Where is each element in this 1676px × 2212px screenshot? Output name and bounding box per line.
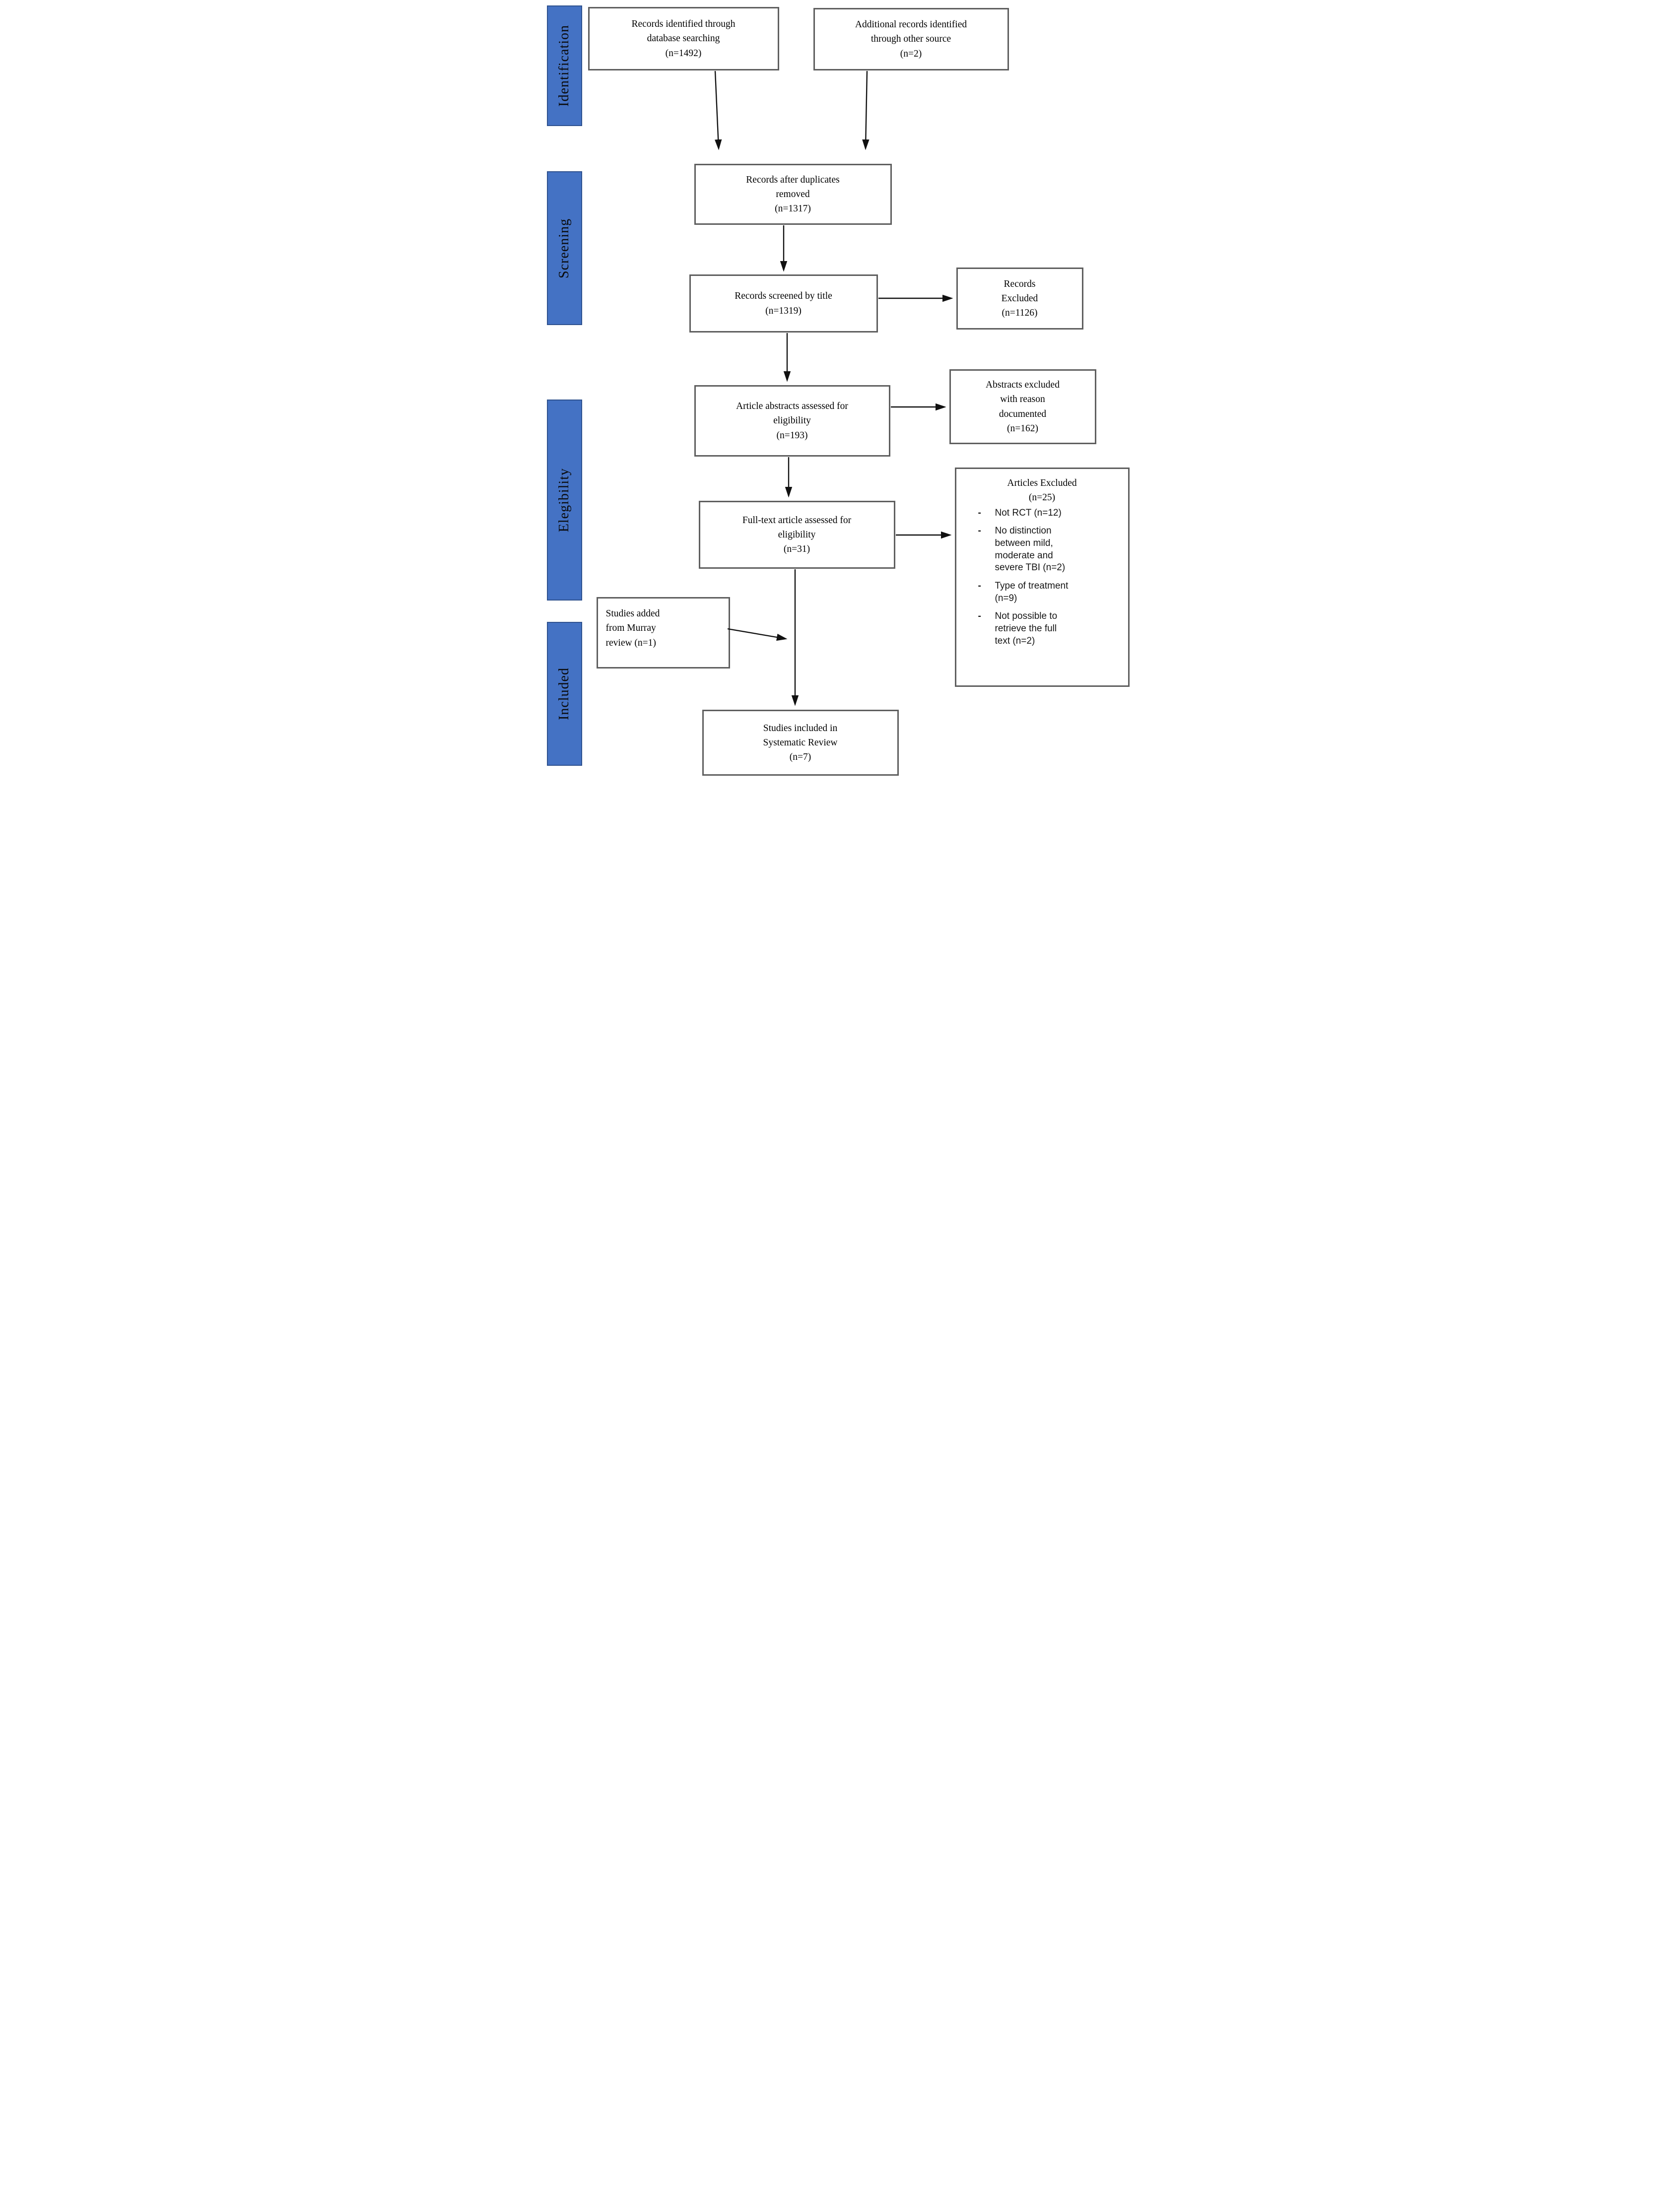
box-fulltext-assessed: Full-text article assessed for eligibili… [698,501,895,569]
excluded-reason-item: Not RCT (n=12) [978,507,1121,520]
box-included-review: Studies included in Systematic Review (n… [702,710,899,776]
phase-label-screening: Screening [556,218,572,278]
box-duplicates-removed-text: Records after duplicates removed (n=1317… [746,174,840,214]
box-records-database: Records identified through database sear… [588,7,779,70]
box-articles-excluded: Articles Excluded (n=25) Not RCT (n=12) … [954,468,1130,687]
box-included-review-text: Studies included in Systematic Review (n… [763,723,838,763]
phase-label-identification: Identification [556,25,572,107]
box-records-excluded: Records Excluded (n=1126) [956,268,1083,330]
box-screened-by-title: Records screened by title (n=1319) [689,274,878,333]
phase-label-eligibility: Elegibility [556,468,572,533]
box-abstracts-excluded: Abstracts excluded with reason documente… [949,369,1096,444]
phase-bar-screening: Screening [546,171,582,325]
excluded-reason-item: Not possible to retrieve the full text (… [978,610,1121,647]
phase-bar-identification: Identification [546,5,582,126]
phase-label-included: Included [556,668,572,720]
box-murray-added-text: Studies added from Murray review (n=1) [605,608,660,648]
box-abstracts-excluded-text: Abstracts excluded with reason documente… [986,380,1060,434]
arrow-other-source-to-duplicates [862,70,870,150]
box-articles-excluded-title: Articles Excluded (n=25) [1007,478,1077,503]
box-records-excluded-text: Records Excluded (n=1126) [1001,278,1038,319]
box-duplicates-removed: Records after duplicates removed (n=1317… [694,164,892,225]
box-fulltext-assessed-text: Full-text article assessed for eligibili… [742,515,852,555]
phase-bar-eligibility: Elegibility [546,400,582,601]
box-screened-by-title-text: Records screened by title (n=1319) [735,291,832,316]
excluded-reason-item: Type of treatment (n=9) [978,580,1121,604]
excluded-reason-item: No distinction between mild, moderate an… [978,525,1121,574]
box-records-database-text: Records identified through database sear… [631,19,736,59]
box-records-other-source-text: Additional records identified through ot… [855,19,967,59]
phase-bar-included: Included [546,622,582,766]
articles-excluded-reason-list: Not RCT (n=12) No distinction between mi… [956,507,1128,654]
box-abstracts-assessed-text: Article abstracts assessed for eligibili… [736,401,848,441]
box-records-other-source: Additional records identified through ot… [813,8,1009,70]
arrow-murray-to-flow [727,628,788,641]
box-murray-added: Studies added from Murray review (n=1) [596,597,730,669]
prisma-flow-diagram: Identification Screening Elegibility Inc… [540,0,1136,786]
box-abstracts-assessed: Article abstracts assessed for eligibili… [694,385,890,457]
arrow-database-to-duplicates [714,70,722,150]
